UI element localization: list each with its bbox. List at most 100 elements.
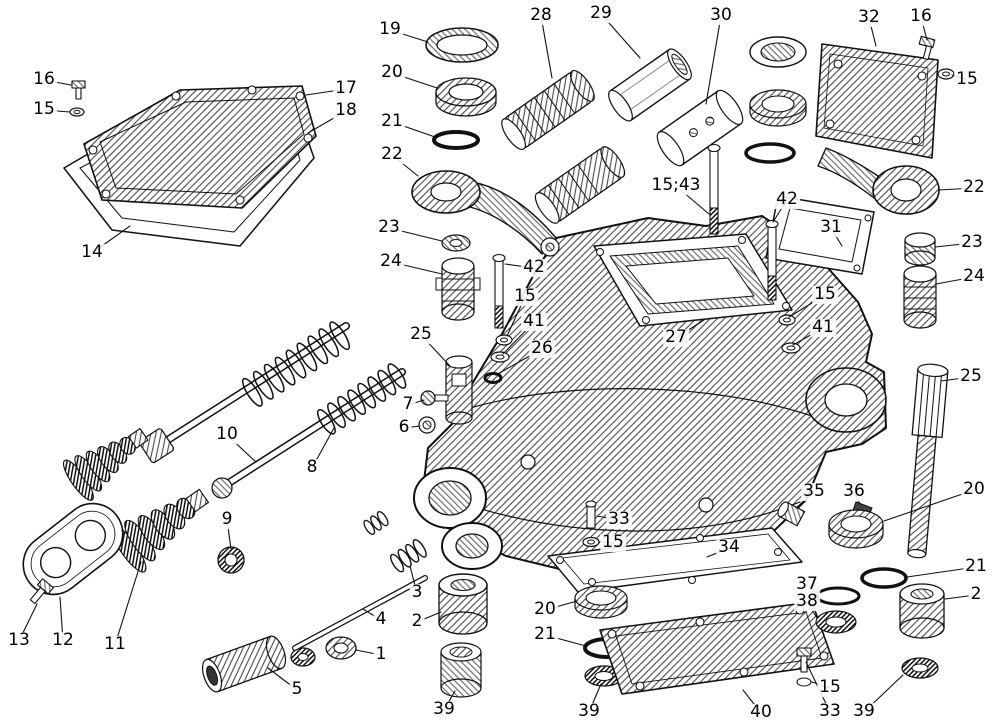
- cylinder-2-right: [899, 583, 945, 639]
- leader-line-6: [403, 425, 421, 429]
- leader-line-1: [355, 649, 382, 656]
- cup-39-left: [440, 642, 482, 698]
- washer-41-left: [490, 351, 510, 363]
- leader-line-39: [588, 683, 602, 713]
- bolt-13: [29, 578, 54, 605]
- bushing-23-right: [904, 232, 936, 266]
- cover-plate: [83, 85, 317, 209]
- leader-line-15: [811, 681, 831, 689]
- leader-line-21: [391, 121, 436, 138]
- leader-line-21: [544, 634, 587, 647]
- leader-line-4: [362, 608, 382, 621]
- cover-bolt-16: [71, 80, 86, 100]
- leader-line-7: [407, 399, 425, 406]
- leader-line-39: [863, 674, 904, 713]
- leader-line-5: [267, 667, 298, 691]
- leader-line-11: [114, 561, 142, 646]
- valve-spool-28: [501, 70, 595, 150]
- push-rod-4: [292, 575, 428, 651]
- bolt-42-left: [492, 253, 506, 329]
- leader-line-15;43: [675, 185, 710, 215]
- nut-1: [325, 636, 357, 660]
- side-plate-32: [815, 43, 939, 159]
- stud-42-right: [765, 219, 779, 301]
- bushing-24-right: [903, 265, 937, 329]
- stud-33-mid: [585, 500, 597, 529]
- leader-line-37: [806, 584, 819, 595]
- spring-upper: [241, 321, 351, 407]
- leader-line-40: [742, 689, 762, 714]
- leader-line-29: [600, 13, 641, 59]
- cylinder-2-left: [438, 573, 488, 635]
- washer-15-mid: [582, 536, 600, 548]
- leader-line-10: [226, 434, 257, 463]
- ring-20-bottom: [574, 585, 628, 619]
- spring-8: [317, 363, 407, 435]
- plug-35: [777, 501, 806, 527]
- leader-line-21: [906, 566, 977, 578]
- washer-15-right: [778, 314, 796, 326]
- leader-line-20: [544, 600, 578, 611]
- plate-bolt-16: [918, 35, 936, 61]
- top-cover-assembly-14: [63, 85, 317, 247]
- leader-line-14: [91, 225, 131, 254]
- bushing-24-left: [435, 257, 481, 321]
- leader-line-15: [951, 74, 968, 81]
- boot-11: [110, 488, 210, 573]
- seal-ring-small: [290, 647, 316, 667]
- ring-20-right: [828, 509, 884, 549]
- leader-line-23: [388, 227, 443, 242]
- nut-6: [418, 416, 436, 434]
- leader-line-22: [938, 187, 975, 191]
- housing-interior-27: [625, 257, 755, 305]
- leader-line-22: [391, 154, 419, 177]
- leader-line-16: [43, 79, 72, 86]
- leader-line-18: [307, 110, 347, 134]
- piston-rod-upper: [139, 322, 350, 464]
- leader-line-42: [504, 263, 535, 269]
- plate-washer-15: [937, 68, 955, 80]
- o-ring-21: [432, 130, 480, 150]
- leader-line-28: [540, 15, 553, 79]
- leader-line-32: [868, 17, 877, 47]
- lever-arm-22-left: [411, 170, 560, 257]
- bolt-33-washer-15-right: [796, 647, 812, 687]
- washer-41-right: [781, 342, 801, 354]
- leader-line-24: [935, 276, 975, 285]
- bolt-7: [420, 390, 449, 406]
- leader-line-17: [305, 88, 347, 96]
- cap-19: [425, 27, 499, 63]
- ring-23-left: [441, 234, 471, 252]
- seal-39-right: [901, 657, 939, 679]
- leader-line-24: [390, 261, 443, 275]
- threaded-ring-upper-right: [749, 89, 807, 127]
- seal-37: [815, 586, 861, 606]
- o-ring-21-right: [860, 567, 908, 589]
- seal-26: [483, 372, 503, 384]
- leader-line-19: [389, 29, 429, 43]
- worm-shaft-25: [907, 363, 949, 559]
- leader-line-8: [311, 427, 335, 469]
- leader-line-20: [391, 72, 438, 89]
- boot-upper: [62, 428, 149, 501]
- spring-3: [390, 539, 427, 573]
- valve-spool-lower: [534, 146, 626, 224]
- stud-42-center: [707, 143, 721, 235]
- leader-line-20: [883, 489, 975, 522]
- leader-line-15: [43, 109, 71, 113]
- bottom-cover-40: [599, 601, 835, 695]
- collar-ring-top: [749, 36, 807, 68]
- main-housing: [413, 215, 887, 573]
- valve-plunger-25: [445, 355, 473, 425]
- valve-sleeve-29: [608, 48, 692, 122]
- seal-ring-15-43: [744, 142, 796, 164]
- leader-line-23: [934, 242, 973, 248]
- spring-small: [363, 511, 389, 535]
- cover-washer-15: [69, 107, 85, 117]
- seal-38: [815, 610, 857, 634]
- end-plate-12: [22, 502, 124, 596]
- leader-line-13: [18, 603, 38, 642]
- leader-line-12: [59, 596, 64, 642]
